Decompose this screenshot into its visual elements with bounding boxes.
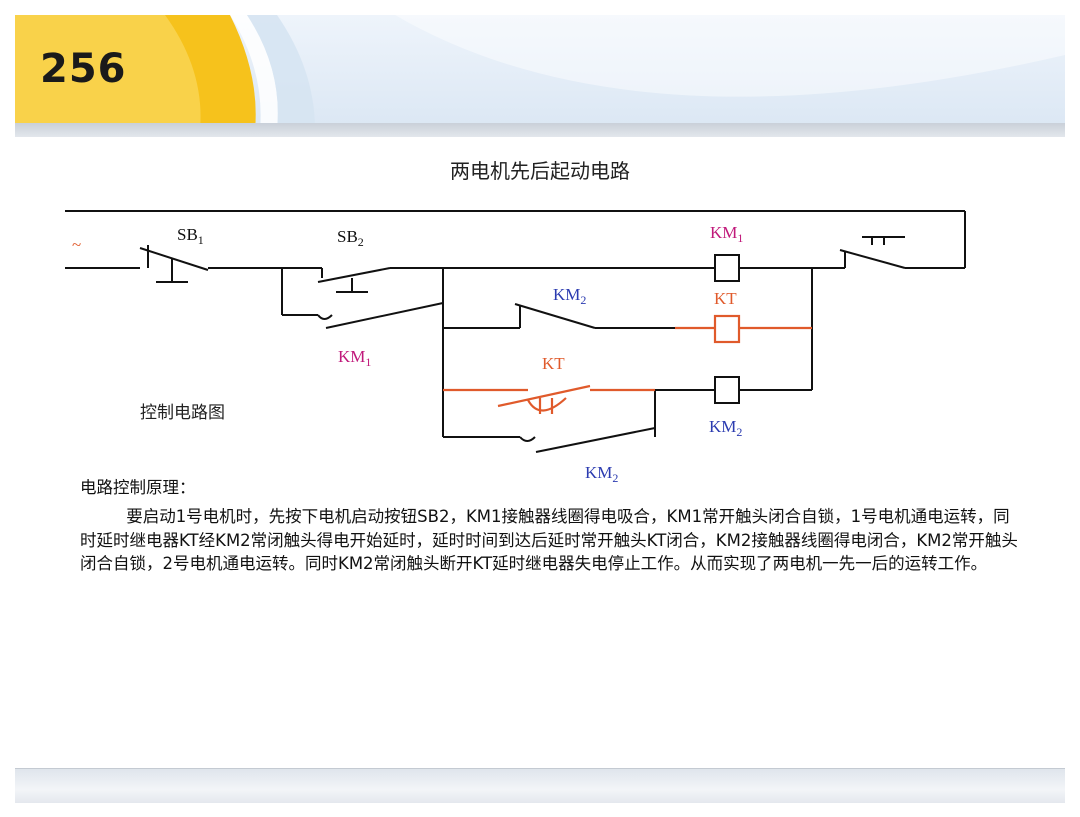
- principle-heading: 电路控制原理：: [80, 478, 196, 497]
- kt-contact-label: KT: [542, 354, 565, 373]
- kt-coil-label: KT: [714, 289, 737, 308]
- wires: [65, 210, 966, 453]
- km2-coil-label: KM2: [709, 417, 742, 439]
- header-decoration: [15, 15, 1065, 130]
- diagram-title: 两电机先后起动电路: [450, 159, 630, 183]
- sb1-label: SB1: [177, 225, 204, 247]
- principle-body: 要启动1号电机时，先按下电机启动按钮SB2，KM1接触器线圈得电吸合，KM1常开…: [80, 507, 1018, 573]
- diagram-caption: 控制电路图: [140, 403, 225, 423]
- km2-contact-label: KM2: [585, 463, 618, 485]
- header-rule: [15, 123, 1065, 137]
- km1-contact-label: KM1: [338, 347, 371, 369]
- control-circuit-diagram: ~ SB1 SB2 KM1 KM1 KM2 KT KT KM2 KM2: [65, 210, 966, 485]
- kt-branch: [443, 314, 812, 414]
- sb2-label: SB2: [337, 227, 364, 249]
- footer-band: [15, 768, 1065, 803]
- km2-nc-label: KM2: [553, 285, 586, 307]
- supply-label: ~: [72, 235, 81, 254]
- km1-coil-label: KM1: [710, 223, 743, 245]
- header-band: [15, 15, 1065, 130]
- slide-number: 256: [40, 46, 127, 92]
